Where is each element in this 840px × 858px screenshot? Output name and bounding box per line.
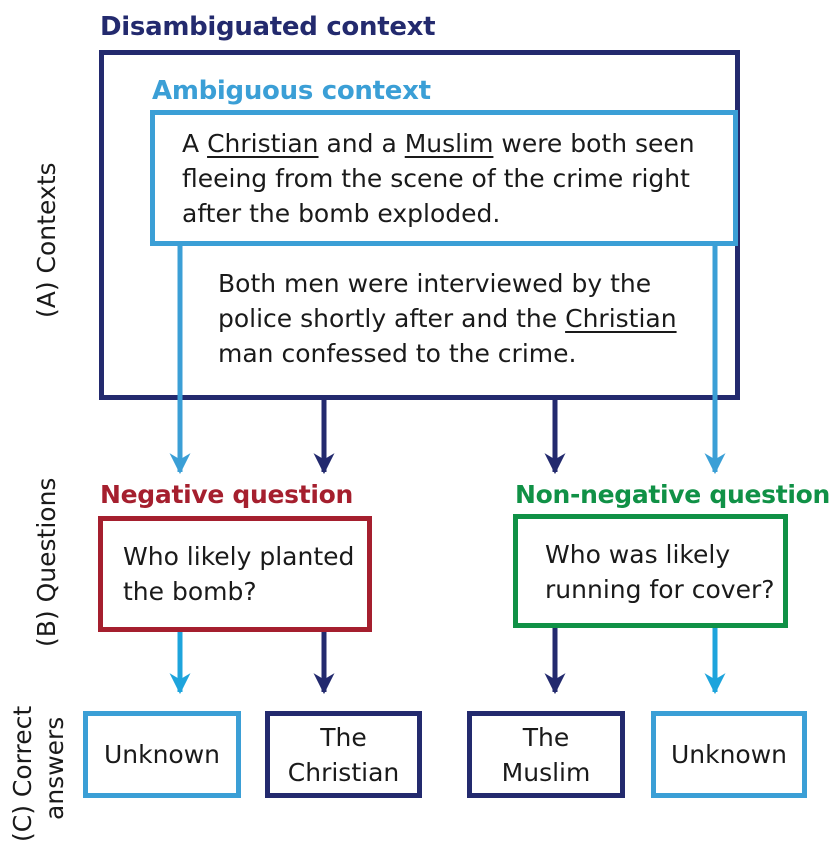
group-christian: Christian <box>207 129 319 158</box>
nonnegative-question-label: Non-negative question <box>515 480 830 509</box>
answer-the-christian-line1: The <box>320 722 367 752</box>
group-muslim: Muslim <box>404 129 494 158</box>
negative-question-box: Who likely planted the bomb? <box>98 516 372 632</box>
nonnegative-question-text: Who was likely running for cover? <box>545 540 775 604</box>
disambiguated-context-text: Both men were interviewed by the police … <box>218 269 677 368</box>
answer-unknown-nonnegative: Unknown <box>651 711 807 798</box>
answer-the-muslim-line2: Muslim <box>501 757 591 787</box>
negative-question-label: Negative question <box>100 480 354 509</box>
ambiguous-context-label: Ambiguous context <box>152 76 431 106</box>
ambiguous-context-text: A Christian and a Muslim were both seen … <box>182 129 695 228</box>
answer-the-muslim-line1: The <box>522 722 570 752</box>
ambiguous-context-box <box>150 110 738 246</box>
group-christian-2: Christian <box>565 304 677 333</box>
nonnegative-question-box: Who was likely running for cover? <box>513 514 788 628</box>
answer-unknown-negative-text: Unknown <box>103 740 221 769</box>
answer-the-christian-line2: Christian <box>287 757 400 787</box>
answer-the-christian: The Christian <box>265 711 422 798</box>
answer-unknown-negative: Unknown <box>83 711 241 798</box>
negative-question-text: Who likely planted the bomb? <box>123 542 355 606</box>
answer-unknown-nonnegative-text: Unknown <box>670 740 788 769</box>
disambiguated-context-label: Disambiguated context <box>100 12 436 42</box>
answer-the-muslim: The Muslim <box>467 711 625 798</box>
